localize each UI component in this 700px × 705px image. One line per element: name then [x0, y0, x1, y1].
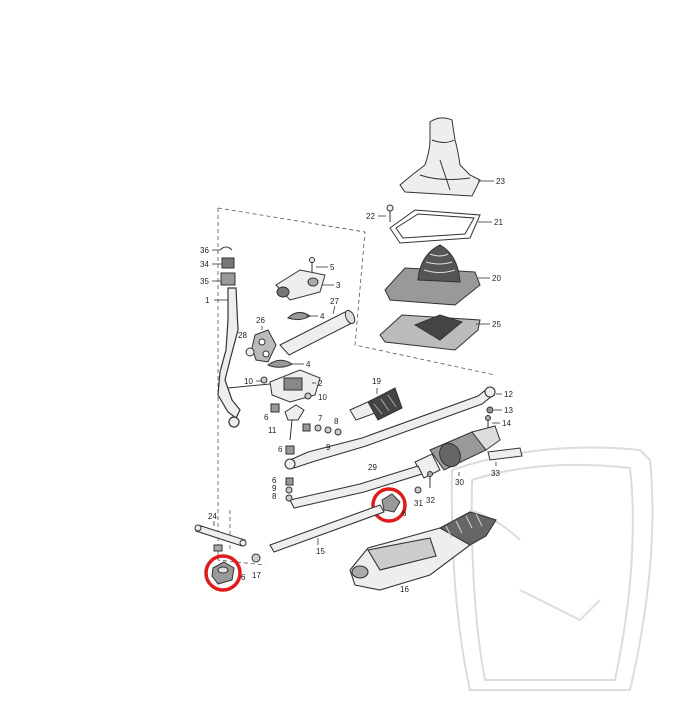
- part-16-console: [349, 511, 497, 591]
- part-30-coupling: [429, 425, 501, 471]
- part-32-bolt: [427, 471, 433, 488]
- callout-26: 26: [256, 316, 265, 325]
- callout-8: 8: [334, 417, 339, 426]
- part-31-washer: [414, 486, 422, 494]
- callout-17: 17: [252, 571, 261, 580]
- callout-3: 3: [336, 281, 341, 290]
- callout-6e: 6: [241, 573, 246, 582]
- callout-19: 19: [372, 377, 381, 386]
- leader-27: [332, 305, 336, 315]
- callout-10b: 10: [318, 393, 327, 402]
- callout-2: 2: [318, 379, 323, 388]
- washers-6-9: [302, 423, 342, 436]
- callout-24: 24: [208, 512, 217, 521]
- part-28-ring: [245, 347, 255, 357]
- washers-6c-9b-8b: [285, 477, 294, 502]
- part-10-washer: [260, 376, 268, 384]
- callout-6c: 6: [272, 476, 277, 485]
- part-24-link: [194, 524, 247, 547]
- callout-29: 29: [368, 463, 377, 472]
- callout-35: 35: [200, 277, 209, 286]
- callout-22: 22: [366, 212, 375, 221]
- callout-32: 32: [426, 496, 435, 505]
- callout-30: 30: [455, 478, 464, 487]
- callout-36: 36: [200, 246, 209, 255]
- callout-8b: 8: [272, 492, 277, 501]
- highlight-ring-upper: [371, 487, 407, 523]
- part-11-ball-pin: [284, 404, 305, 441]
- callout-6d: 6: [402, 509, 407, 518]
- callout-10: 10: [244, 377, 253, 386]
- callout-27: 27: [330, 297, 339, 306]
- bushing-lower: [211, 561, 235, 585]
- part-25-seal: [379, 314, 481, 351]
- part-small-clip: [213, 544, 223, 552]
- callout-4: 4: [320, 312, 325, 321]
- watermark-logo: [450, 446, 654, 691]
- callout-23: 23: [496, 177, 505, 186]
- part-15-long-rod: [269, 504, 385, 553]
- part-27-tube: [279, 309, 356, 356]
- part-20-rubber-boot: [384, 244, 481, 306]
- part-22-screw: [386, 204, 394, 222]
- part-19-coupling-boot: [349, 387, 403, 421]
- part-35-bushing: [220, 272, 236, 286]
- callout-4b: 4: [306, 360, 311, 369]
- callout-9b: 9: [272, 484, 277, 493]
- callout-31: 31: [414, 499, 423, 508]
- callout-14: 14: [502, 419, 511, 428]
- callout-6b: 6: [278, 445, 283, 454]
- callout-1: 1: [205, 296, 210, 305]
- callout-6: 6: [264, 413, 269, 422]
- callout-16: 16: [400, 585, 409, 594]
- part-6-small-bush: [270, 403, 280, 413]
- part-17-nut: [251, 553, 261, 563]
- part-36-clip: [219, 246, 233, 251]
- part-6b-bush: [285, 445, 295, 455]
- callout-15: 15: [316, 547, 325, 556]
- part-23-shift-knob-boot: [399, 117, 481, 197]
- part-1-shift-lever: [217, 287, 241, 428]
- part-rod-lower: [289, 465, 423, 509]
- callout-21: 21: [494, 218, 503, 227]
- callout-13: 13: [504, 406, 513, 415]
- part-12-shift-rod: [284, 386, 496, 470]
- callout-7: 7: [318, 414, 323, 423]
- callout-33: 33: [491, 469, 500, 478]
- part-10b-washer: [304, 392, 312, 400]
- callout-12: 12: [504, 390, 513, 399]
- callout-5: 5: [330, 263, 335, 272]
- assembly-boundary: [217, 207, 496, 566]
- part-3-housing: [275, 269, 326, 301]
- callout-11: 11: [268, 426, 277, 435]
- part-26-plate: [251, 329, 277, 363]
- callout-28: 28: [238, 331, 247, 340]
- callout-9: 9: [326, 443, 331, 452]
- callout-25: 25: [492, 320, 501, 329]
- callout-34: 34: [200, 260, 209, 269]
- part-21-frame: [389, 209, 481, 244]
- bushing-upper: [381, 493, 401, 513]
- part-4b-half-bush: [266, 359, 293, 368]
- highlight-ring-lower: [204, 554, 242, 592]
- part-14-bolt: [485, 415, 491, 428]
- part-33-clamp: [487, 447, 523, 461]
- callout-20: 20: [492, 274, 501, 283]
- part-13-nut: [486, 406, 494, 414]
- part-34-bushing: [221, 257, 235, 269]
